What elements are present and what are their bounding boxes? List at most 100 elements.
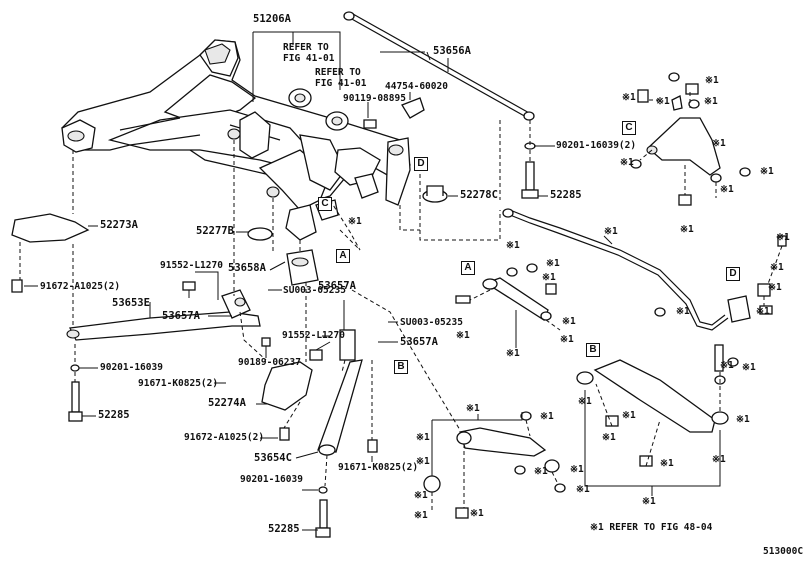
ref-mark: ※1 <box>542 272 556 283</box>
bolt-91552-b <box>309 349 323 361</box>
label-51206A: 51206A <box>253 13 291 25</box>
ref-mark: ※1 <box>470 508 484 519</box>
label-90201-16039-mid: 90201-16039 <box>100 362 163 373</box>
ref-mark: ※1 <box>776 232 790 243</box>
section-box-a: A <box>336 249 350 263</box>
section-box-b: B <box>586 343 600 357</box>
label-53657A-a: 53657A <box>162 310 200 322</box>
illustration-code: 513000C <box>763 546 804 557</box>
label-52277B: 52277B <box>196 225 234 237</box>
label-53657A-c: 53657A <box>400 336 438 348</box>
label-refer-to-2a: REFER TO <box>315 67 361 78</box>
ref-mark: ※1 <box>770 262 784 273</box>
arm-53653E <box>66 289 261 341</box>
ref-mark: ※1 <box>576 484 590 495</box>
ref-mark: ※1 <box>720 184 734 195</box>
footnote-refer-fig-48-04: ※1 REFER TO FIG 48-04 <box>590 522 713 533</box>
stabilizer-bar <box>502 208 729 331</box>
label-53653E: 53653E <box>112 297 150 309</box>
label-90201-16039-bot: 90201-16039 <box>240 474 303 485</box>
bolt-91552-a <box>182 281 196 291</box>
ref-mark: ※1 <box>660 458 674 469</box>
ref-mark: ※1 <box>656 96 670 107</box>
label-90201-16039-2-top: 90201-16039(2) <box>556 140 637 151</box>
label-52273A: 52273A <box>100 219 138 231</box>
ref-mark: ※1 <box>562 316 576 327</box>
ref-mark: ※1 <box>760 166 774 177</box>
ref-mark: ※1 <box>534 466 548 477</box>
upper-arm-right <box>630 72 751 206</box>
label-refer-to-1a: REFER TO <box>283 42 329 53</box>
label-52285-bottom: 52285 <box>268 523 300 535</box>
ref-mark: ※1 <box>416 456 430 467</box>
ref-mark: ※1 <box>560 334 574 345</box>
section-box-a: A <box>461 261 475 275</box>
label-91552-L1270-a: 91552-L1270 <box>160 260 223 271</box>
ref-mark: ※1 <box>756 306 770 317</box>
bracket-44754 <box>401 97 425 119</box>
bushings-refer-41-01 <box>288 88 349 131</box>
label-SU003-05235-a: SU003-05235 <box>283 285 346 296</box>
label-refer-to-1b: FIG 41-01 <box>283 53 335 64</box>
subframe <box>61 39 411 241</box>
label-90119-08895: 90119-08895 <box>343 93 406 104</box>
ref-mark: ※1 <box>540 411 554 422</box>
bolt-90119 <box>363 119 377 129</box>
ref-mark: ※1 <box>742 362 756 373</box>
plate-52274A <box>261 361 313 411</box>
label-SU003-05235-b: SU003-05235 <box>400 317 463 328</box>
ref-mark: ※1 <box>416 432 430 443</box>
label-91671-K0825-2-a: 91671-K0825(2) <box>138 378 219 389</box>
bolt-52285-bottom <box>319 499 328 529</box>
ref-mark: ※1 <box>546 258 560 269</box>
label-53656A: 53656A <box>433 45 471 57</box>
lateral-link-A <box>455 263 666 321</box>
plate-52273A <box>11 213 90 243</box>
label-91552-L1270-b: 91552-L1270 <box>282 330 345 341</box>
label-91672-A1025-2-a: 91672-A1025(2) <box>40 281 121 292</box>
lateral-rod-53656A <box>343 11 535 121</box>
ref-mark-52277B: ※1 <box>348 216 362 227</box>
bolt-52285-left <box>71 381 80 413</box>
ref-mark: ※1 <box>705 75 719 86</box>
washer-52277B <box>247 227 273 241</box>
ref-mark: ※1 <box>676 306 690 317</box>
ref-mark: ※1 <box>736 414 750 425</box>
ref-mark: ※1 <box>602 432 616 443</box>
label-52285-left: 52285 <box>98 409 130 421</box>
ref-mark: ※1 <box>506 348 520 359</box>
ref-mark: ※1 <box>622 410 636 421</box>
label-53658A: 53658A <box>228 262 266 274</box>
ref-mark: ※1 <box>704 96 718 107</box>
label-53654C: 53654C <box>254 452 292 464</box>
ref-mark: ※1 <box>414 510 428 521</box>
ref-mark: ※1 <box>622 92 636 103</box>
ref-mark: ※1 <box>680 224 694 235</box>
ref-mark: ※1 <box>712 454 726 465</box>
upper-arm-bottom <box>423 411 566 519</box>
label-91671-K0825-2-b: 91671-K0825(2) <box>338 462 419 473</box>
leader-lines <box>24 31 721 531</box>
ref-mark: ※1 <box>604 226 618 237</box>
label-90189-06237: 90189-06237 <box>238 357 301 368</box>
label-91672-A1025-2-b: 91672-A1025(2) <box>184 432 265 443</box>
section-box-d: D <box>726 267 740 281</box>
ref-mark: ※1 <box>456 330 470 341</box>
ref-mark: ※1 <box>712 138 726 149</box>
lower-arm-B <box>576 344 739 467</box>
section-box-c: C <box>318 197 332 211</box>
label-44754-60020: 44754-60020 <box>385 81 448 92</box>
label-52278C: 52278C <box>460 189 498 201</box>
ref-mark: ※1 <box>414 490 428 501</box>
label-52274A: 52274A <box>208 397 246 409</box>
label-52285-top: 52285 <box>550 189 582 201</box>
ref-mark: ※1 <box>768 282 782 293</box>
ref-mark: ※1 <box>620 157 634 168</box>
arm-53654C <box>317 359 363 453</box>
section-box-c: C <box>622 121 636 135</box>
label-refer-to-2b: FIG 41-01 <box>315 78 367 89</box>
label-53657A-b: 53657A <box>318 280 356 292</box>
ref-mark: ※1 <box>578 396 592 407</box>
